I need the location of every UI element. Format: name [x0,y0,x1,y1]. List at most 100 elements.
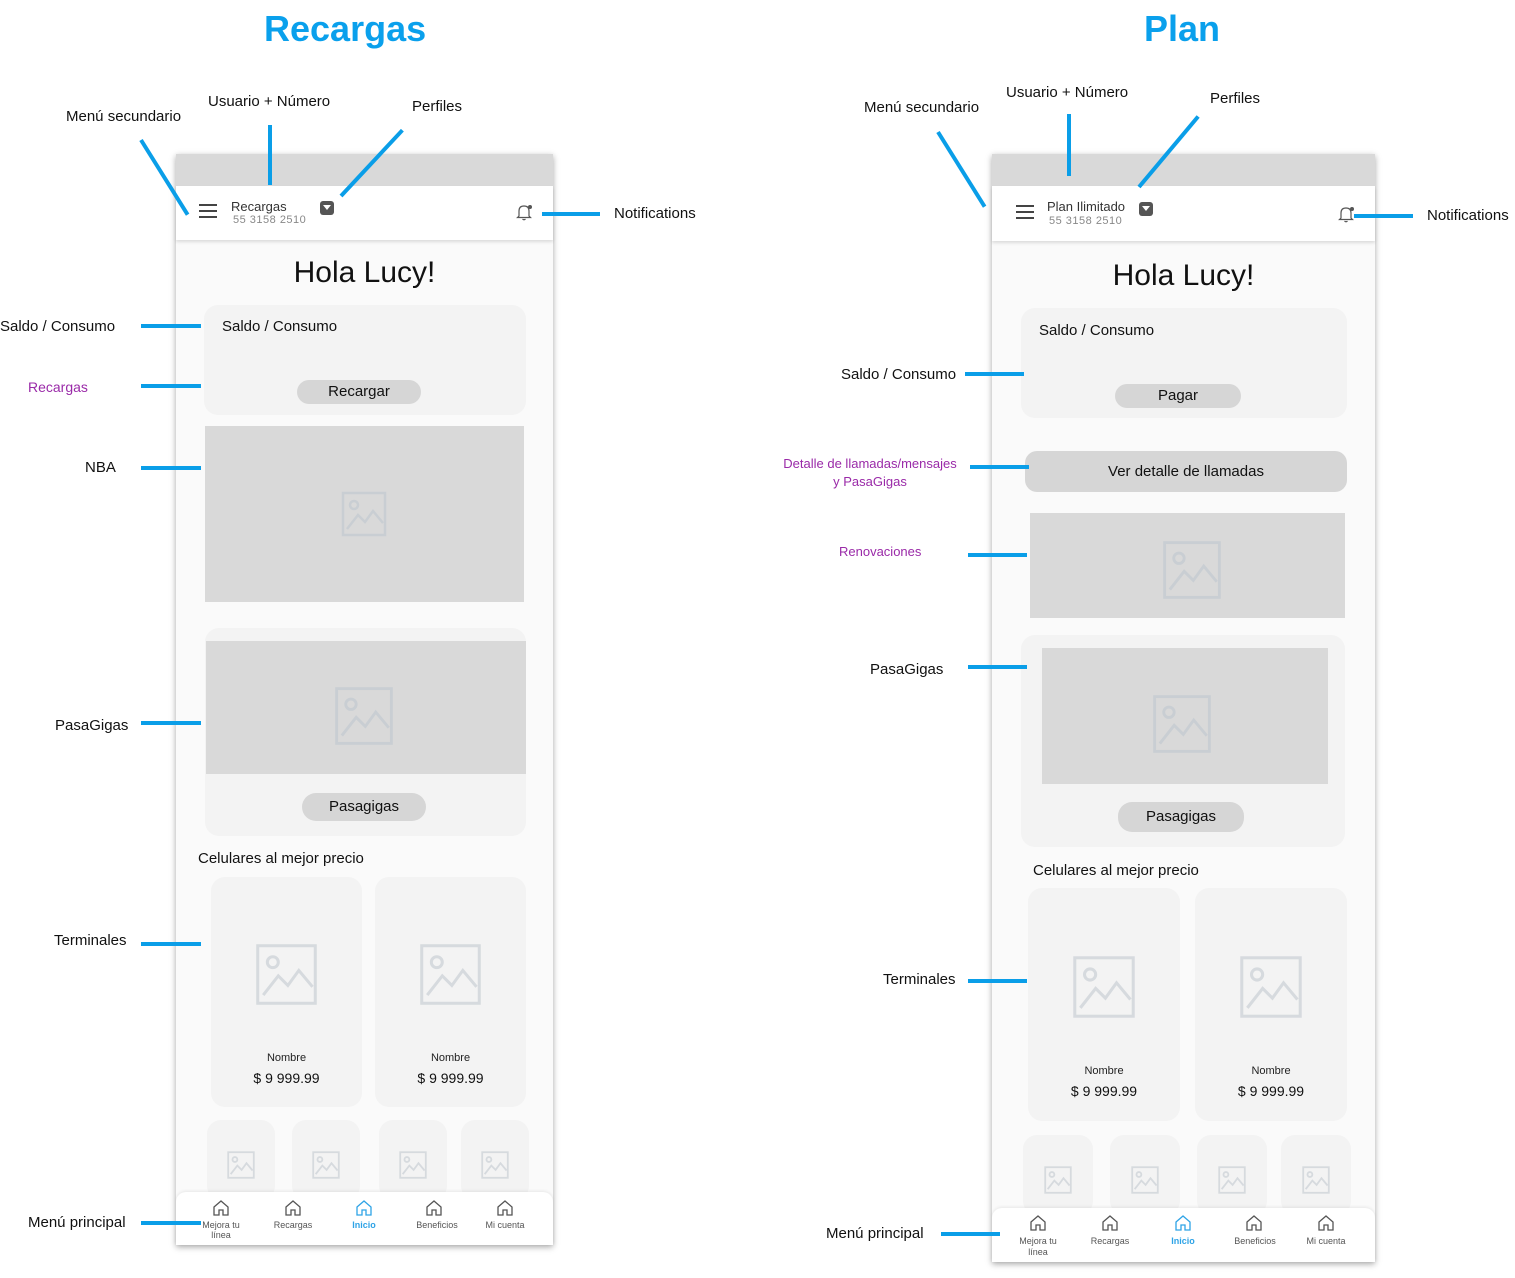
nav-mejora-line2: línea [211,1230,231,1240]
home-icon[interactable] [1316,1213,1336,1233]
annotation-saldo-consumo: Saldo / Consumo [0,318,116,335]
nav-beneficios[interactable]: Beneficios [416,1220,458,1230]
home-icon[interactable] [1100,1213,1120,1233]
annotation-usuario-numero: Usuario + Número [1006,84,1129,101]
home-icon[interactable] [424,1198,444,1218]
nav-inicio[interactable]: Inicio [352,1220,376,1230]
nav-mejora[interactable]: Mejora tu línea [191,1220,251,1240]
product-card[interactable] [1028,888,1180,1121]
small-tile[interactable] [1281,1135,1351,1215]
pasagigas-banner[interactable] [1042,648,1328,784]
nav-mi-cuenta[interactable]: Mi cuenta [485,1220,525,1230]
annotation-pasagigas: PasaGigas [55,717,129,734]
home-icon[interactable] [495,1198,515,1218]
app-bar [176,186,553,240]
section-title: Celulares al mejor precio [1033,862,1199,879]
annotation-saldo-consumo: Saldo / Consumo [841,366,957,383]
product-name: Nombre [1251,1065,1291,1077]
small-tile[interactable] [292,1120,360,1200]
image-placeholder-icon [256,944,317,1005]
image-placeholder-icon [420,944,481,1005]
image-placeholder-icon [341,491,387,537]
pointer-line [1354,214,1413,218]
image-placeholder-icon [399,1151,427,1179]
annotation-terminales: Terminales [54,932,127,949]
product-card[interactable] [1195,888,1347,1121]
menu-icon[interactable] [1016,201,1034,223]
product-price: $ 9 999.99 [417,1070,484,1086]
nba-banner[interactable] [205,426,524,602]
small-tile[interactable] [1023,1135,1093,1215]
annotation-menu-principal: Menú principal [826,1225,924,1242]
bell-icon[interactable] [514,202,534,222]
image-placeholder-icon [312,1151,340,1179]
pointer-line [936,130,987,208]
nav-beneficios[interactable]: Beneficios [1234,1236,1276,1246]
ver-detalle-button[interactable]: Ver detalle de llamadas [1025,451,1347,492]
pointer-line [542,212,600,216]
image-placeholder-icon [1218,1166,1246,1194]
header-number: 55 3158 2510 [1049,215,1123,227]
pointer-line [141,721,201,725]
header-title: Plan Ilimitado [1047,199,1126,214]
product-price: $ 9 999.99 [253,1070,320,1086]
pointer-line [968,553,1027,557]
pointer-line [968,979,1027,983]
home-icon[interactable] [1173,1213,1193,1233]
home-icon[interactable] [1028,1213,1048,1233]
annotation-perfiles: Perfiles [412,98,463,115]
chevron-down-icon[interactable] [1139,202,1153,216]
home-icon[interactable] [211,1198,231,1218]
annotation-perfiles: Perfiles [1210,90,1261,107]
annotation-detalle-line1: Detalle de llamadas/mensajes [783,456,957,471]
image-placeholder-icon [1044,1166,1072,1194]
greeting: Hola Lucy! [1112,259,1255,292]
nav-inicio[interactable]: Inicio [1171,1236,1195,1246]
product-card[interactable] [375,877,526,1107]
nav-recargas[interactable]: Recargas [1090,1236,1130,1246]
header-title: Recargas [231,199,287,214]
nav-mejora[interactable]: Mejora tu línea [1008,1236,1068,1258]
pointer-line [141,466,201,470]
pointer-line [141,384,201,388]
pasagigas-button[interactable]: Pasagigas [302,793,426,821]
home-icon[interactable] [354,1198,374,1218]
pointer-line [268,125,272,185]
pointer-line [970,465,1029,469]
pointer-line [1067,114,1071,176]
small-tile[interactable] [1110,1135,1180,1215]
annotation-nba: NBA [85,459,116,476]
small-tile[interactable] [461,1120,529,1200]
image-placeholder-icon [1131,1166,1159,1194]
menu-icon[interactable] [199,200,217,222]
small-tile[interactable] [207,1120,275,1200]
bell-icon[interactable] [1336,204,1356,224]
nav-mejora-line1: Mejora tu [1019,1236,1057,1246]
nav-recargas[interactable]: Recargas [273,1220,313,1230]
image-placeholder-icon [481,1151,509,1179]
pointer-line [965,372,1024,376]
product-price: $ 9 999.99 [1237,1083,1305,1099]
renovaciones-banner[interactable] [1030,513,1345,618]
nav-mi-cuenta[interactable]: Mi cuenta [1306,1236,1346,1246]
recargar-button[interactable]: Recargar [297,380,421,404]
app-bar [992,186,1375,241]
annotation-detalle-line2: y PasaGigas [833,474,907,489]
chevron-down-icon[interactable] [320,201,334,215]
product-card[interactable] [211,877,362,1107]
home-icon[interactable] [1244,1213,1264,1233]
small-tile[interactable] [379,1120,447,1200]
annotation-recargas: Recargas [28,379,88,395]
small-tile[interactable] [1197,1135,1267,1215]
image-placeholder-icon [335,687,393,745]
pasagigas-button[interactable]: Pasagigas [1118,802,1244,832]
annotation-menu-secundario: Menú secundario [66,108,182,125]
annotation-pasagigas: PasaGigas [870,661,944,678]
image-placeholder-icon [227,1151,255,1179]
home-icon[interactable] [283,1198,303,1218]
product-price: $ 9 999.99 [1070,1083,1138,1099]
greeting: Hola Lucy! [293,256,436,289]
pagar-button[interactable]: Pagar [1115,384,1241,408]
title-plan: Plan [1144,8,1221,49]
pasagigas-banner[interactable] [206,641,526,774]
